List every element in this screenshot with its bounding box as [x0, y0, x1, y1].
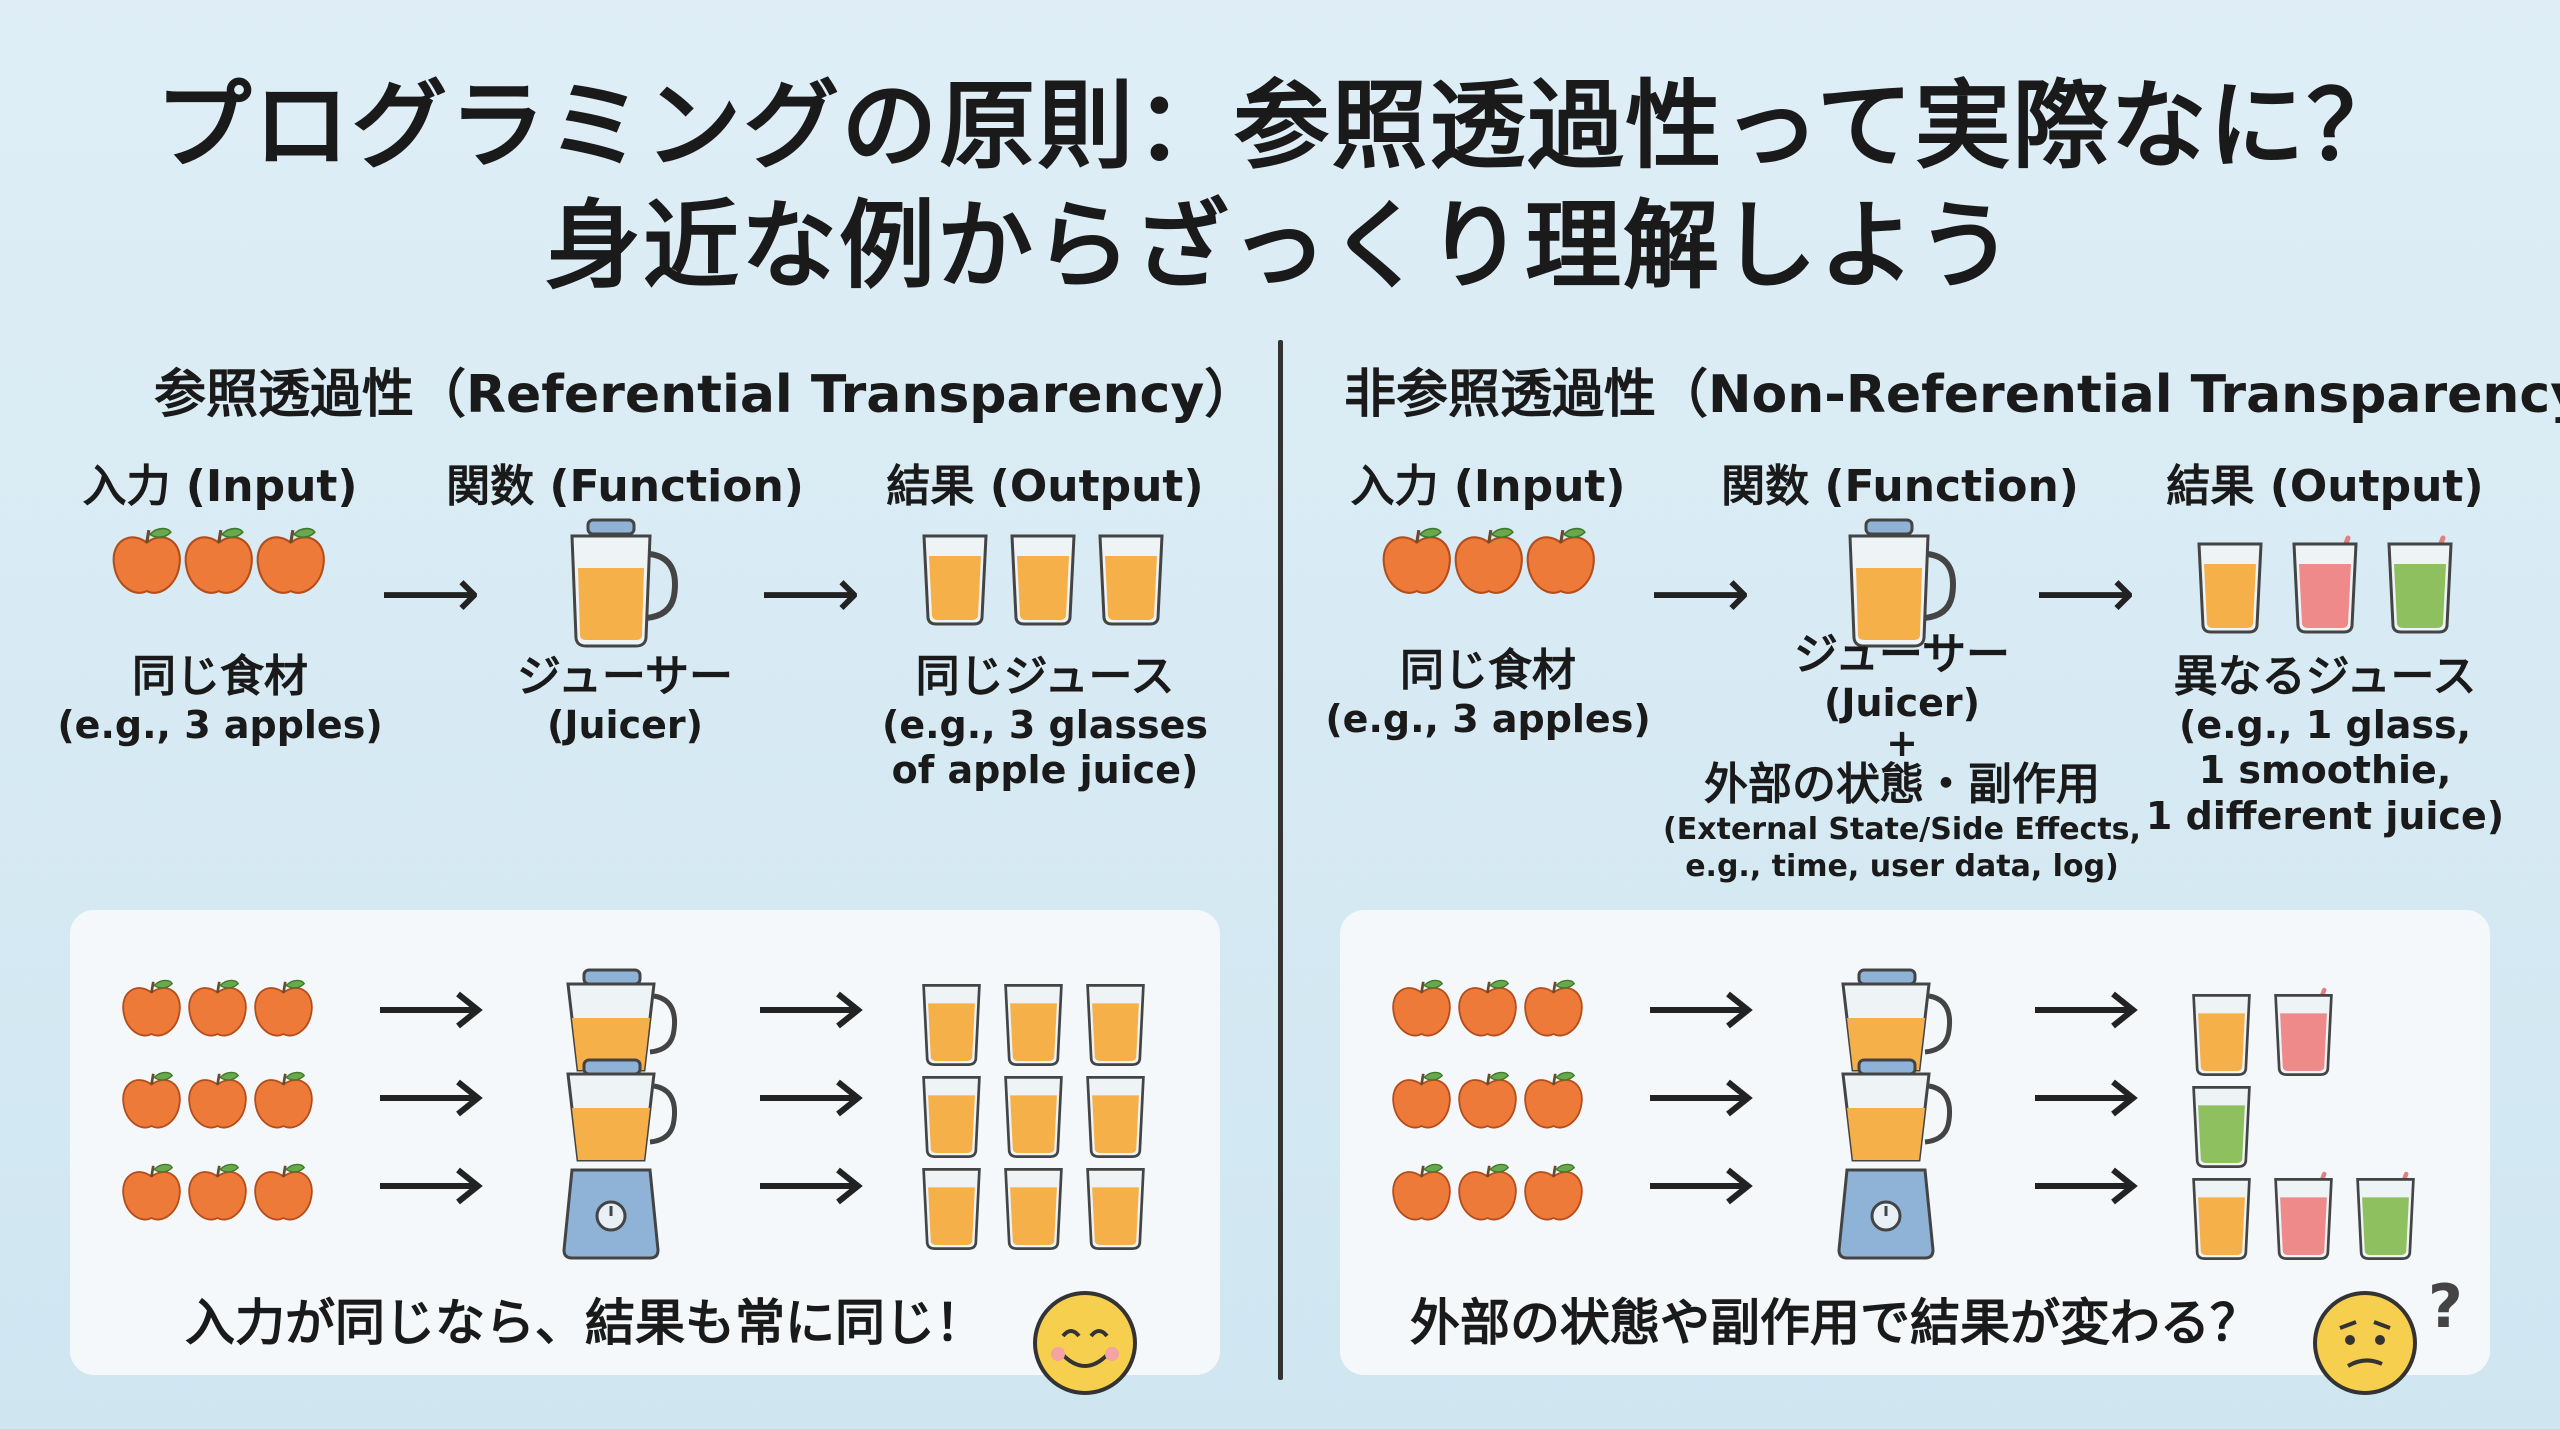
output-column-header: 結果 (Output): [886, 461, 1204, 512]
output-label-jp: 異なるジュース: [2173, 651, 2477, 702]
blender-stack-icon: [1837, 968, 1953, 1260]
arrows-icon: [2035, 991, 2138, 1205]
different-juice-grid-icon: [2192, 987, 2415, 1260]
input-label-en: (e.g., 3 apples): [57, 702, 383, 747]
function-label-en: (Juicer): [546, 702, 703, 747]
panel-divider: [1278, 340, 1283, 1380]
external-state-label-en2: e.g., time, user data, log): [1685, 849, 2119, 885]
confused-face-icon: [2313, 1291, 2417, 1395]
arrow-icon: ⟶: [760, 552, 861, 634]
juice-grid-icon: [922, 984, 1145, 1250]
apple-group-icon: [112, 527, 325, 594]
input-label-jp: 同じ食材: [132, 651, 308, 702]
output-label: 異なるジュース (e.g., 1 glass, 1 smoothie, 1 di…: [2145, 651, 2505, 839]
output-label-jp: 同じジュース: [915, 651, 1175, 702]
input-label: 同じ食材 (e.g., 3 apples): [1325, 645, 1651, 742]
function-column-header: 関数 (Function): [446, 461, 804, 512]
output-label-en2: 1 smoothie,: [2198, 748, 2452, 793]
output-label-en3: 1 different juice): [2145, 793, 2505, 838]
smiley-face-icon: [1033, 1291, 1137, 1395]
non-referential-panel: 非参照透過性（Non-Referential Transparency） 入力 …: [1325, 340, 2560, 1400]
question-mark-icon: ?: [2428, 1272, 2463, 1342]
non-referential-heading: 非参照透過性（Non-Referential Transparency）: [1344, 365, 2560, 425]
output-label-en1: (e.g., 3 glasses: [881, 702, 1209, 747]
juice-glasses-icon: [922, 534, 1164, 626]
external-state-label-en1: (External State/Side Effects,: [1663, 811, 2141, 847]
input-column-header: 入力 (Input): [1350, 461, 1626, 512]
apples-grid-icon: [1392, 979, 1583, 1221]
function-label-en: (Juicer): [1823, 680, 1980, 725]
function-column-header: 関数 (Function): [1721, 461, 2079, 512]
referential-heading: 参照透過性（Referential Transparency）: [154, 365, 1257, 425]
different-juices-icon: [2197, 535, 2453, 634]
function-label: ジューサー (Juicer): [516, 651, 734, 748]
plus-sign: +: [1886, 721, 1918, 766]
input-label-jp: 同じ食材: [1400, 645, 1576, 696]
input-label-en: (e.g., 3 apples): [1325, 696, 1651, 741]
function-label: ジューサー (Juicer) + 外部の状態・副作用 (External Sta…: [1663, 629, 2141, 886]
referential-panel: 参照透過性（Referential Transparency） 入力 (Inpu…: [57, 340, 1270, 1400]
arrow-icon: ⟶: [1650, 552, 1751, 634]
external-state-label-jp: 外部の状態・副作用: [1703, 759, 2100, 811]
output-label: 同じジュース (e.g., 3 glasses of apple juice): [881, 651, 1209, 794]
input-label: 同じ食材 (e.g., 3 apples): [57, 651, 383, 748]
arrows-icon: [380, 991, 483, 1205]
input-column-header: 入力 (Input): [82, 461, 358, 512]
output-label-en2: of apple juice): [891, 748, 1199, 793]
function-label-jp: ジューサー: [1793, 629, 2011, 680]
blender-stack-icon: [562, 968, 678, 1260]
juicer-icon: [570, 518, 678, 648]
output-label-en1: (e.g., 1 glass,: [2178, 702, 2472, 747]
page-title-line1: プログラミングの原則：参照透過性って実際なに？: [155, 70, 2405, 182]
referential-caption: 入力が同じなら、結果も常に同じ！: [185, 1294, 985, 1352]
juicer-icon: [1848, 518, 1956, 648]
non-referential-example-box: 外部の状態や副作用で結果が変わる？ ?: [1340, 910, 2490, 1395]
non-referential-caption: 外部の状態や副作用で結果が変わる？: [1410, 1294, 2260, 1352]
arrows-icon: [760, 991, 863, 1205]
apple-group-icon: [1382, 527, 1595, 594]
arrows-icon: [1650, 991, 1753, 1205]
function-label-jp: ジューサー: [516, 651, 734, 702]
apples-grid-icon: [122, 979, 313, 1221]
arrow-icon: ⟶: [380, 552, 481, 634]
output-column-header: 結果 (Output): [2166, 461, 2484, 512]
page-title-line2: 身近な例からざっくり理解しよう: [545, 190, 2015, 302]
referential-example-box: 入力が同じなら、結果も常に同じ！: [70, 910, 1220, 1395]
arrow-icon: ⟶: [2035, 552, 2136, 634]
